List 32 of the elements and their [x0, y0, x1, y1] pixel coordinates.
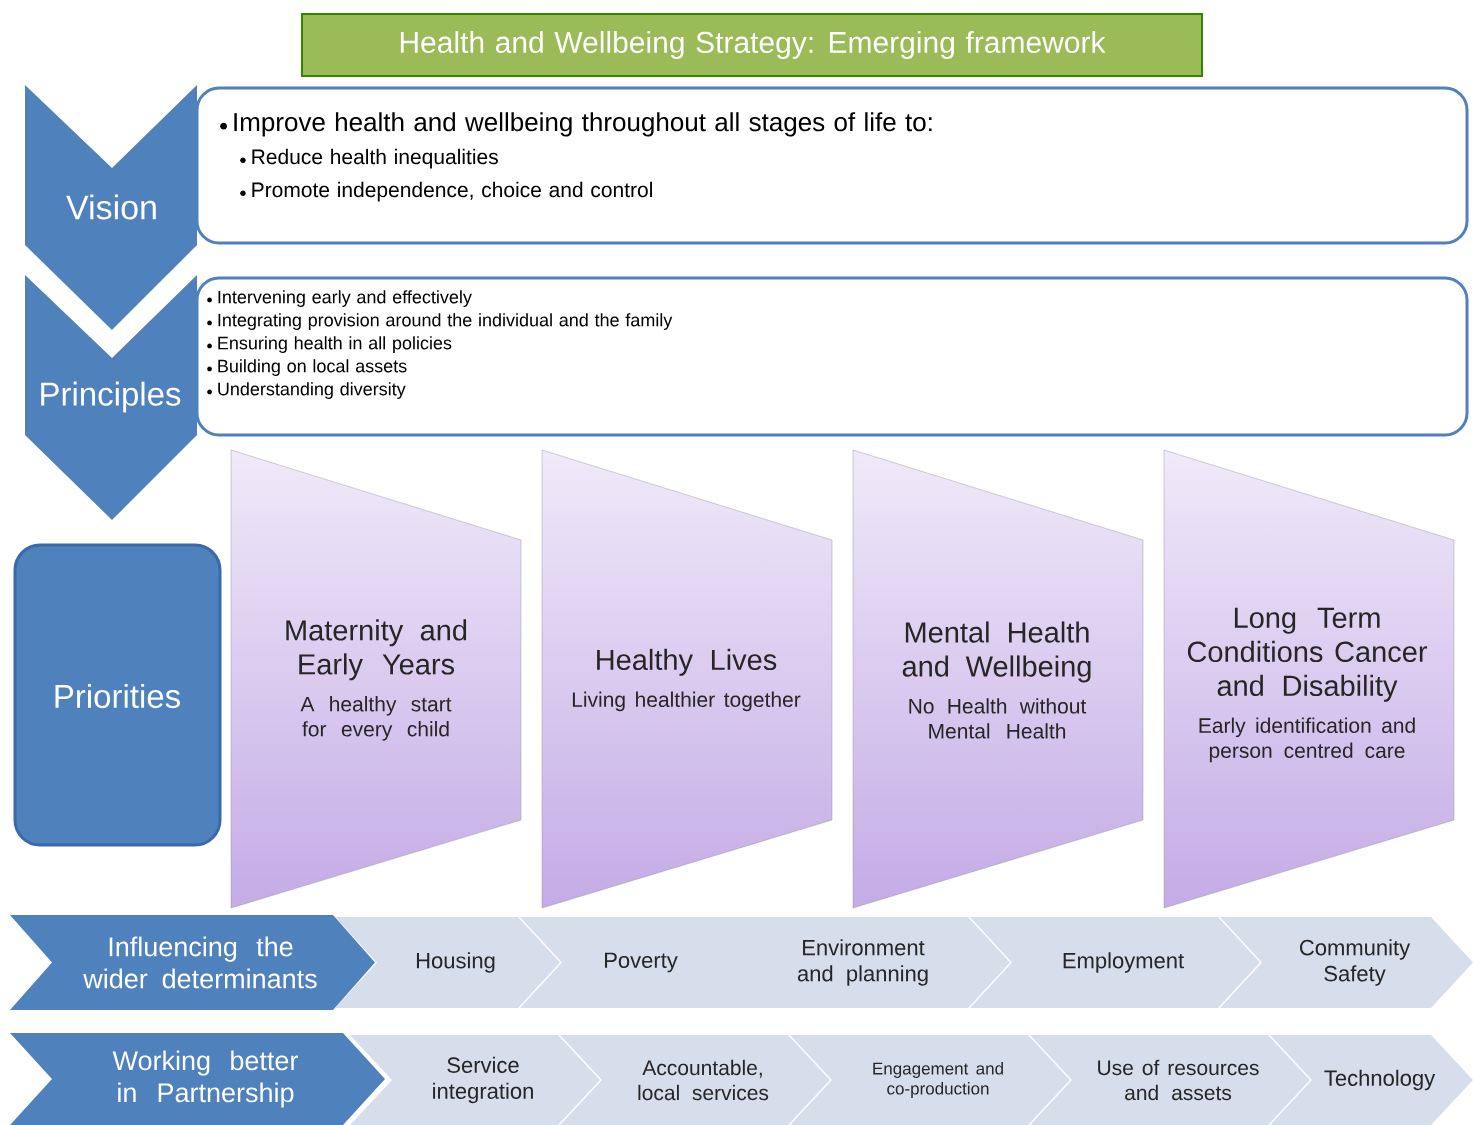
heading-box: Priorities	[13, 543, 222, 847]
chevron-step: Community Safety	[1220, 917, 1473, 1008]
chevron-step: Poverty	[520, 917, 745, 1008]
chevron-step: Engagement and co-production	[790, 1035, 1070, 1125]
node-label: Technology	[1324, 1069, 1436, 1091]
chevron-step: Use of resources and assets	[1030, 1035, 1310, 1125]
chevron-step: Influencing the wider determinants	[10, 915, 375, 1010]
node-label: Service integration	[433, 1056, 533, 1104]
priority-panel: Maternity and Early Years A healthy start for every child	[230, 449, 522, 909]
chevron-step: Environment and planning	[700, 917, 1010, 1008]
node-label: Employment	[1063, 952, 1184, 973]
chevron-step: Housing	[335, 917, 560, 1008]
node-label: Housing	[416, 952, 495, 973]
node-label: Poverty	[605, 952, 678, 973]
bullet-list-box: Intervening early and effectively Integrating provision around the individual and the family Ensuring health in all policies Building on local assets Understanding diversity	[195, 276, 1469, 437]
title-banner: Health and Wellbeing Strategy: Emerging framework	[301, 13, 1203, 77]
bullet-list-box: Improve health and wellbeing throughout all stages of life to: Reduce health inequalities Promote independence, choice and control	[195, 86, 1469, 245]
chevron-step: Technology	[1270, 1035, 1473, 1125]
node-label: Environment and planning	[797, 939, 928, 986]
node-label: Community Safety	[1300, 939, 1411, 986]
chevron-label: Vision	[25, 85, 197, 330]
chevron-label: Principles	[25, 275, 197, 520]
priority-panel: Mental Health and Wellbeing No Health without Mental Health	[852, 449, 1144, 909]
chevron-step: Service integration	[350, 1035, 600, 1125]
priority-panel: Healthy Lives Living healthier together	[541, 449, 833, 909]
chevron-step: Working better in Partnership	[10, 1033, 385, 1125]
priority-panel: Long Term Conditions Cancer and Disability Early identification and person centred care	[1163, 449, 1455, 909]
chevron-step: Accountable, local services	[560, 1035, 830, 1125]
node-label: Accountable, local services	[638, 1059, 769, 1101]
chevron-step: Employment	[970, 917, 1260, 1008]
node-label: Use of resources and assets	[1098, 1059, 1259, 1101]
node-label: Engagement and co-production	[873, 1062, 1003, 1098]
